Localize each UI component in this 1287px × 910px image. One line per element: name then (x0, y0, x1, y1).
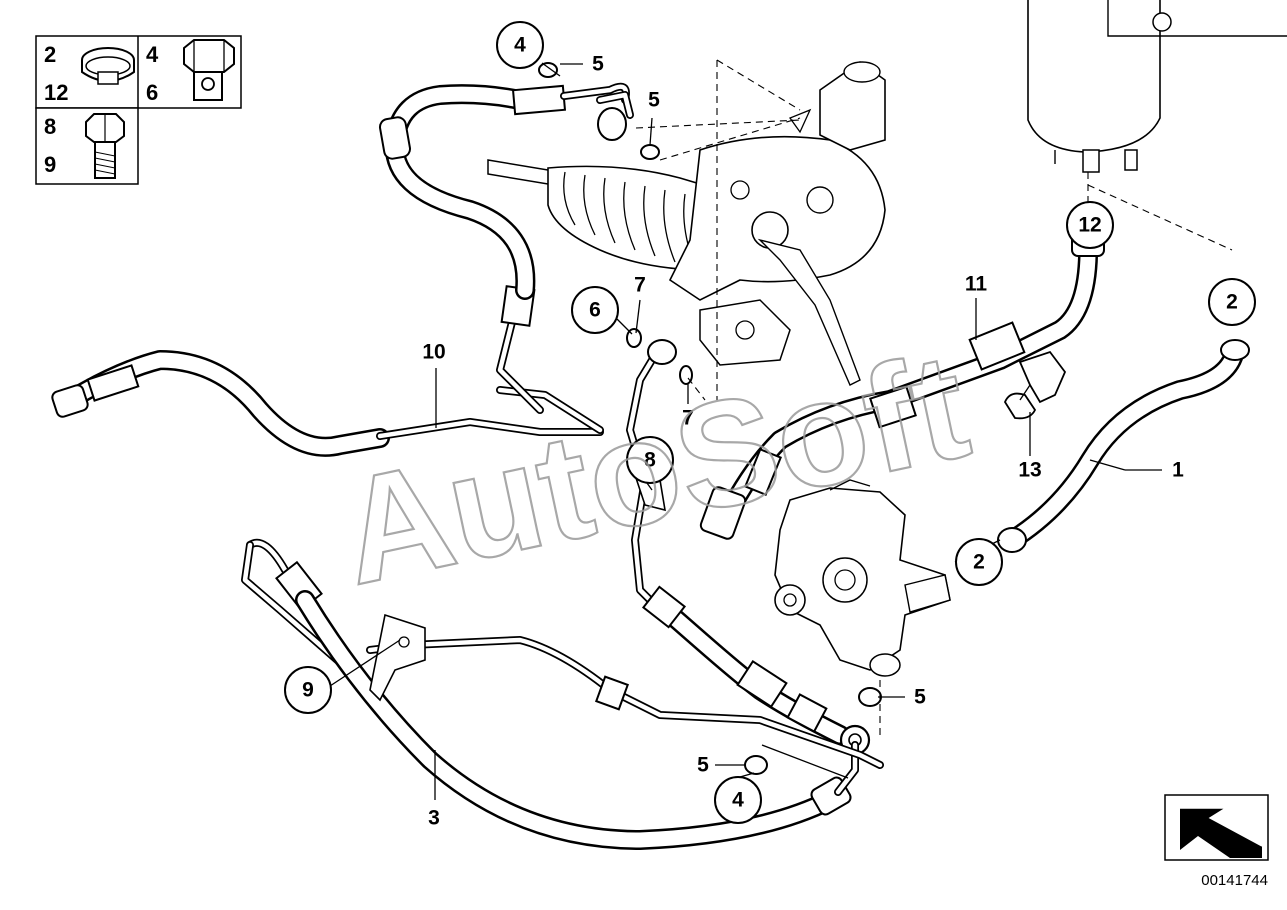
hollow-bolt-icon (183, 39, 235, 101)
diagram-id: 00141744 (1201, 872, 1268, 889)
callout-5-top-b: 5 (648, 89, 660, 112)
svg-text:9: 9 (302, 679, 314, 702)
hoses (51, 82, 1250, 850)
direction-arrow-icon (1164, 794, 1269, 861)
leader-lines (329, 62, 1162, 800)
callout-4-top: 4 (496, 21, 544, 69)
svg-text:4: 4 (514, 34, 526, 57)
legend-bolt-number-2: 6 (146, 80, 158, 105)
svg-text:4: 4 (732, 789, 744, 812)
steering-rack (487, 61, 886, 386)
callout-2-right: 2 (1208, 278, 1256, 326)
legend-clamp-number-1: 2 (44, 42, 56, 67)
callout-8: 8 (626, 436, 674, 484)
callout-7-bottom: 7 (682, 407, 694, 430)
fluid-reservoir (1027, 0, 1287, 173)
callout-13: 13 (1018, 459, 1041, 482)
callout-5-bottom: 5 (697, 754, 709, 777)
clip-13 (1003, 350, 1067, 420)
legend-hex-bolt-number-2: 9 (44, 152, 56, 177)
callout-11: 11 (965, 273, 988, 296)
svg-text:2: 2 (973, 551, 985, 574)
svg-text:2: 2 (1226, 291, 1238, 314)
legend-bolt-number-1: 4 (146, 42, 159, 67)
callout-9: 9 (284, 666, 332, 714)
callout-10: 10 (422, 341, 445, 364)
power-steering-pump (774, 479, 951, 677)
callout-6: 6 (571, 286, 619, 334)
dashed-reference-lines (635, 59, 1233, 740)
callout-1: 1 (1172, 459, 1184, 482)
legend-hex-bolt-number-1: 8 (44, 114, 56, 139)
callout-5-pump: 5 (914, 686, 926, 709)
svg-text:12: 12 (1078, 214, 1101, 237)
hex-bolt-icon (85, 113, 125, 179)
legend-clamp-number-2: 12 (44, 80, 68, 105)
hose-clamp-icon (81, 47, 135, 85)
callout-3: 3 (428, 807, 440, 830)
callout-4-bottom: 4 (714, 776, 762, 824)
parts-legend: 2 12 4 6 8 9 (35, 35, 242, 185)
callout-7-top: 7 (634, 274, 646, 297)
small-parts (538, 62, 1067, 775)
callout-12: 12 (1066, 201, 1114, 249)
svg-text:8: 8 (644, 449, 656, 472)
svg-text:6: 6 (589, 299, 601, 322)
callout-5-top-a: 5 (592, 53, 604, 76)
callout-2-pump: 2 (955, 538, 1003, 586)
callouts: 4 5 5 6 7 7 8 10 11 12 2 13 1 2 (284, 21, 1256, 830)
